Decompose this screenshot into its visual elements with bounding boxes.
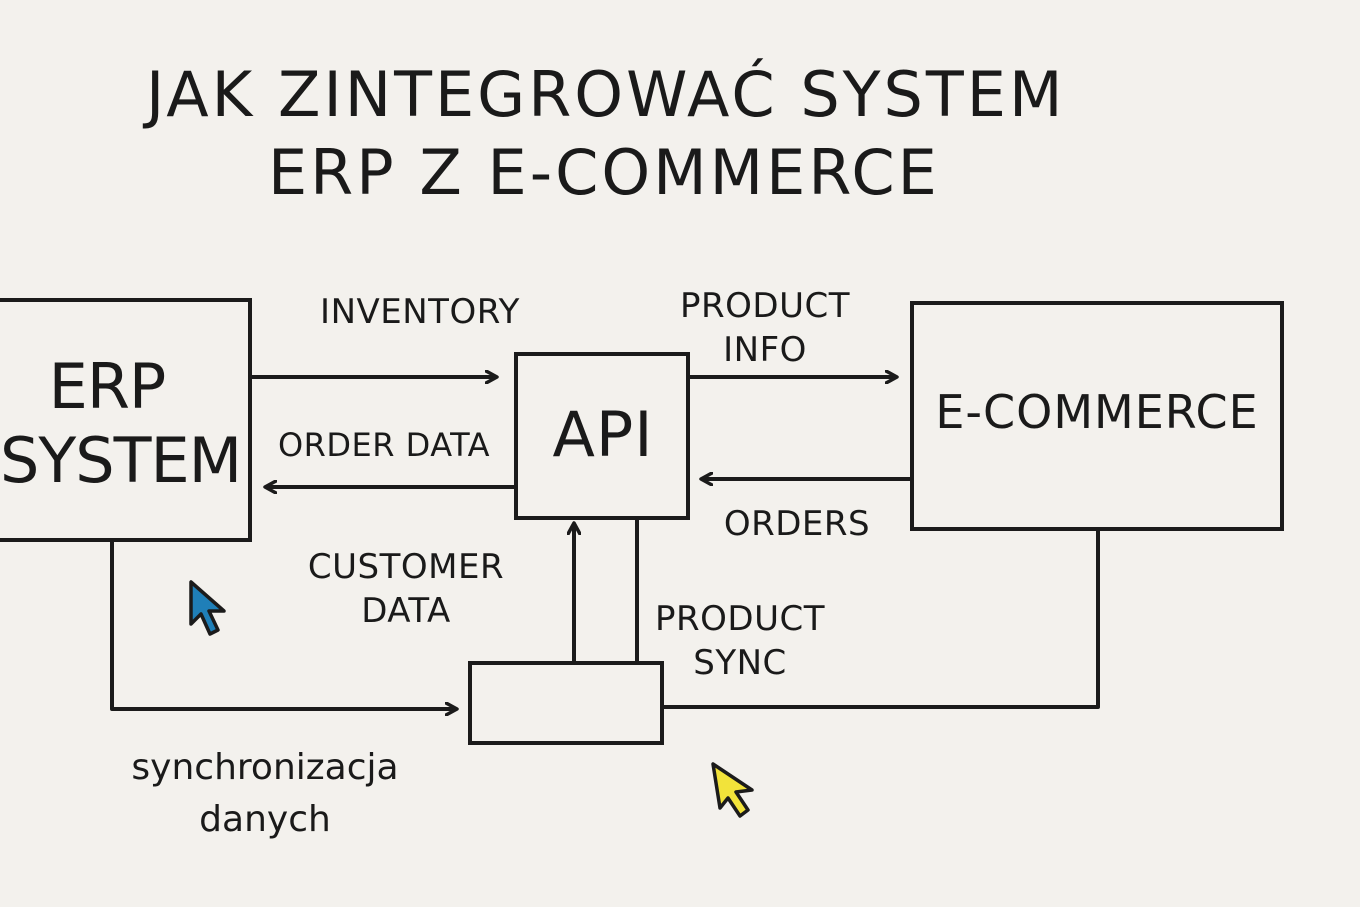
- ecommerce-label: E-COMMERCE: [935, 385, 1259, 439]
- diagram-title-line-1: JAK ZINTEGROWAĆ SYSTEM: [146, 58, 1066, 131]
- product-info-line-2: INFO: [723, 330, 807, 370]
- yellow-pointer-cursor: [711, 762, 754, 818]
- api-label: API: [552, 398, 654, 471]
- data-sync-line-1: synchronizacja: [131, 747, 399, 788]
- api-box: [514, 352, 690, 520]
- product-sync-label: PRODUCT SYNC: [645, 597, 835, 685]
- customer-data-label: CUSTOMER DATA: [296, 545, 516, 633]
- product-info-label: PRODUCT INFO: [665, 284, 865, 372]
- customer-data-line-2: DATA: [361, 591, 451, 631]
- ecommerce-to-sync-line: [664, 529, 1100, 709]
- erp-to-sync-arrow: [110, 540, 456, 709]
- product-sync-line-2: SYNC: [693, 643, 787, 683]
- erp-label-line-1: ERP: [48, 350, 167, 423]
- blue-pointer-cursor: [189, 580, 226, 636]
- inventory-label: INVENTORY: [320, 292, 520, 332]
- diagram-title-line-2: ERP Z E-COMMERCE: [268, 136, 940, 209]
- product-info-line-1: PRODUCT: [680, 286, 850, 326]
- erp-system-box: [0, 298, 252, 542]
- data-sync-label: synchronizacja danych: [100, 742, 430, 846]
- sync-box: [468, 661, 664, 745]
- erp-system-label: ERP SYSTEM: [0, 350, 242, 498]
- order-data-label: ORDER DATA: [277, 426, 491, 464]
- customer-data-line-1: CUSTOMER: [307, 547, 505, 587]
- orders-label: ORDERS: [723, 504, 871, 544]
- erp-label-line-2: SYSTEM: [0, 424, 242, 497]
- data-sync-line-2: danych: [199, 799, 331, 840]
- product-sync-line-1: PRODUCT: [655, 599, 825, 639]
